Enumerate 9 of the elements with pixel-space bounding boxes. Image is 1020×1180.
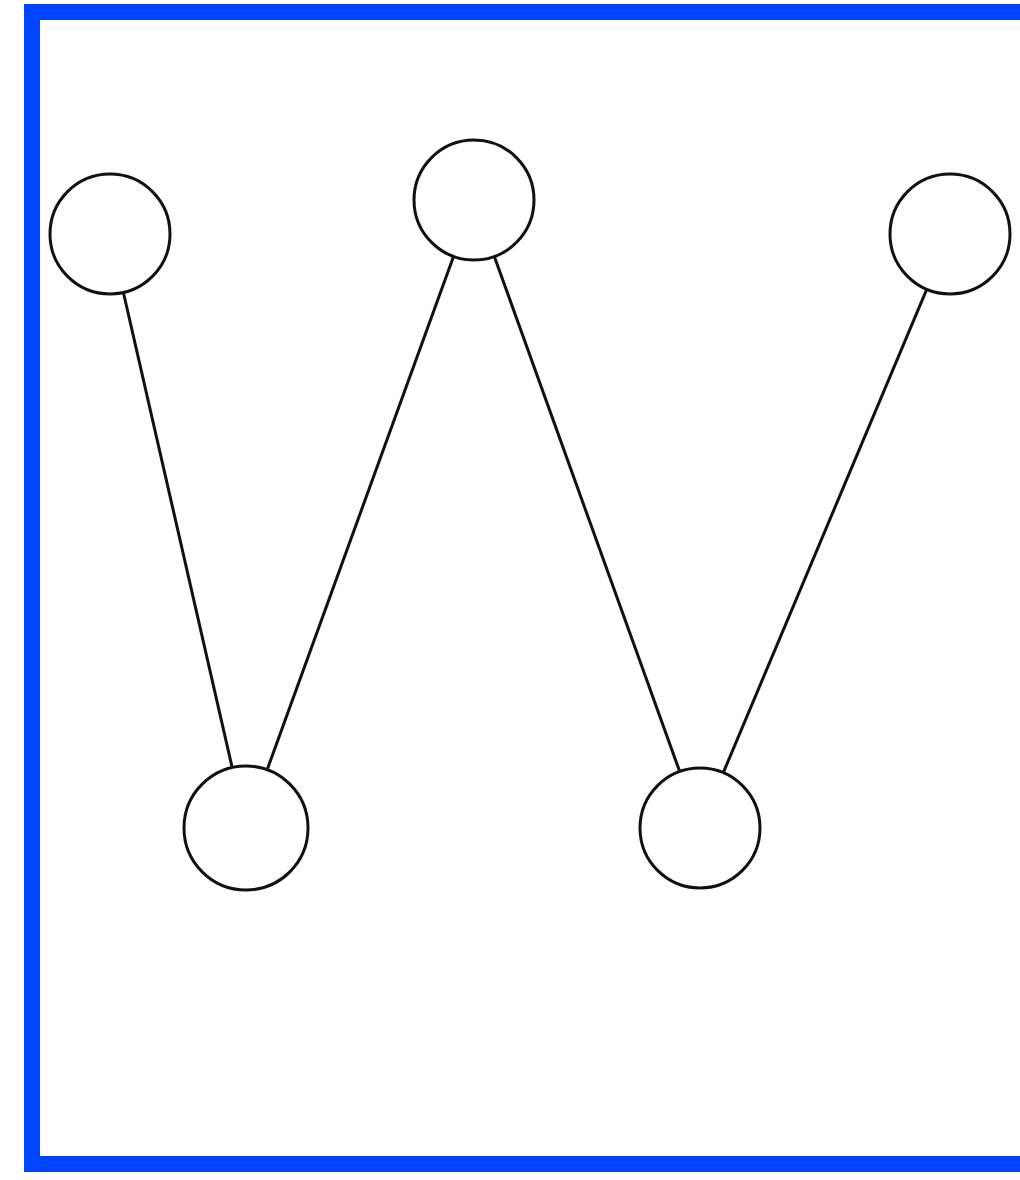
circle-node [48, 172, 172, 296]
circle-node [888, 172, 1012, 296]
circle-node [182, 764, 310, 892]
connector-line [121, 292, 234, 768]
connector-line [721, 288, 929, 774]
circle-node [412, 138, 536, 262]
circle-node [638, 766, 762, 890]
connector-line [265, 255, 455, 771]
connector-line [492, 255, 682, 773]
